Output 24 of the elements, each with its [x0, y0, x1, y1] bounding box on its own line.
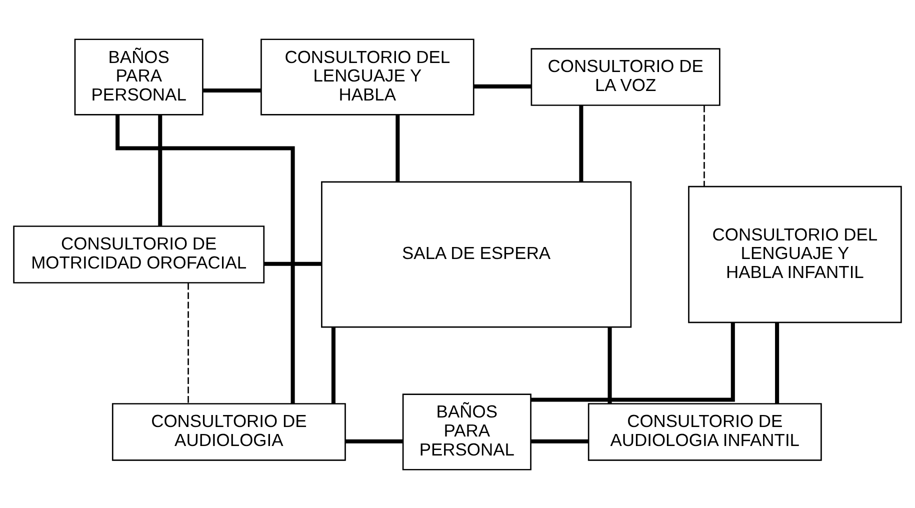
node-box: SALA DE ESPERA	[321, 180, 632, 328]
node-box: CONSULTORIO DE AUDIOLOGIA	[112, 402, 346, 460]
node-box: CONSULTORIO DE MOTRICIDAD OROFACIAL	[13, 225, 265, 283]
node-box: CONSULTORIO DEL LENGUAJE Y HABLA	[260, 38, 474, 115]
connector	[579, 105, 584, 182]
connector	[474, 84, 532, 88]
connector	[530, 322, 735, 402]
connector	[116, 114, 295, 404]
connector	[264, 261, 322, 266]
connector	[775, 322, 780, 404]
node-box: BAÑOS PARA PERSONAL	[402, 393, 532, 470]
connector	[203, 88, 261, 92]
node-box: BAÑOS PARA PERSONAL	[74, 38, 204, 115]
connector	[396, 114, 400, 182]
connector	[608, 326, 612, 403]
connector	[188, 282, 189, 404]
node-box: CONSULTORIO DE AUDIOLOGIA INFANTIL	[588, 402, 822, 460]
node-box: CONSULTORIO DEL LENGUAJE Y HABLA INFANTIL	[688, 185, 902, 323]
node-box: CONSULTORIO DE LA VOZ	[530, 48, 720, 106]
connector	[158, 114, 162, 226]
connector	[331, 326, 336, 403]
connector	[704, 105, 705, 186]
connector	[531, 438, 588, 443]
connector	[346, 438, 403, 443]
